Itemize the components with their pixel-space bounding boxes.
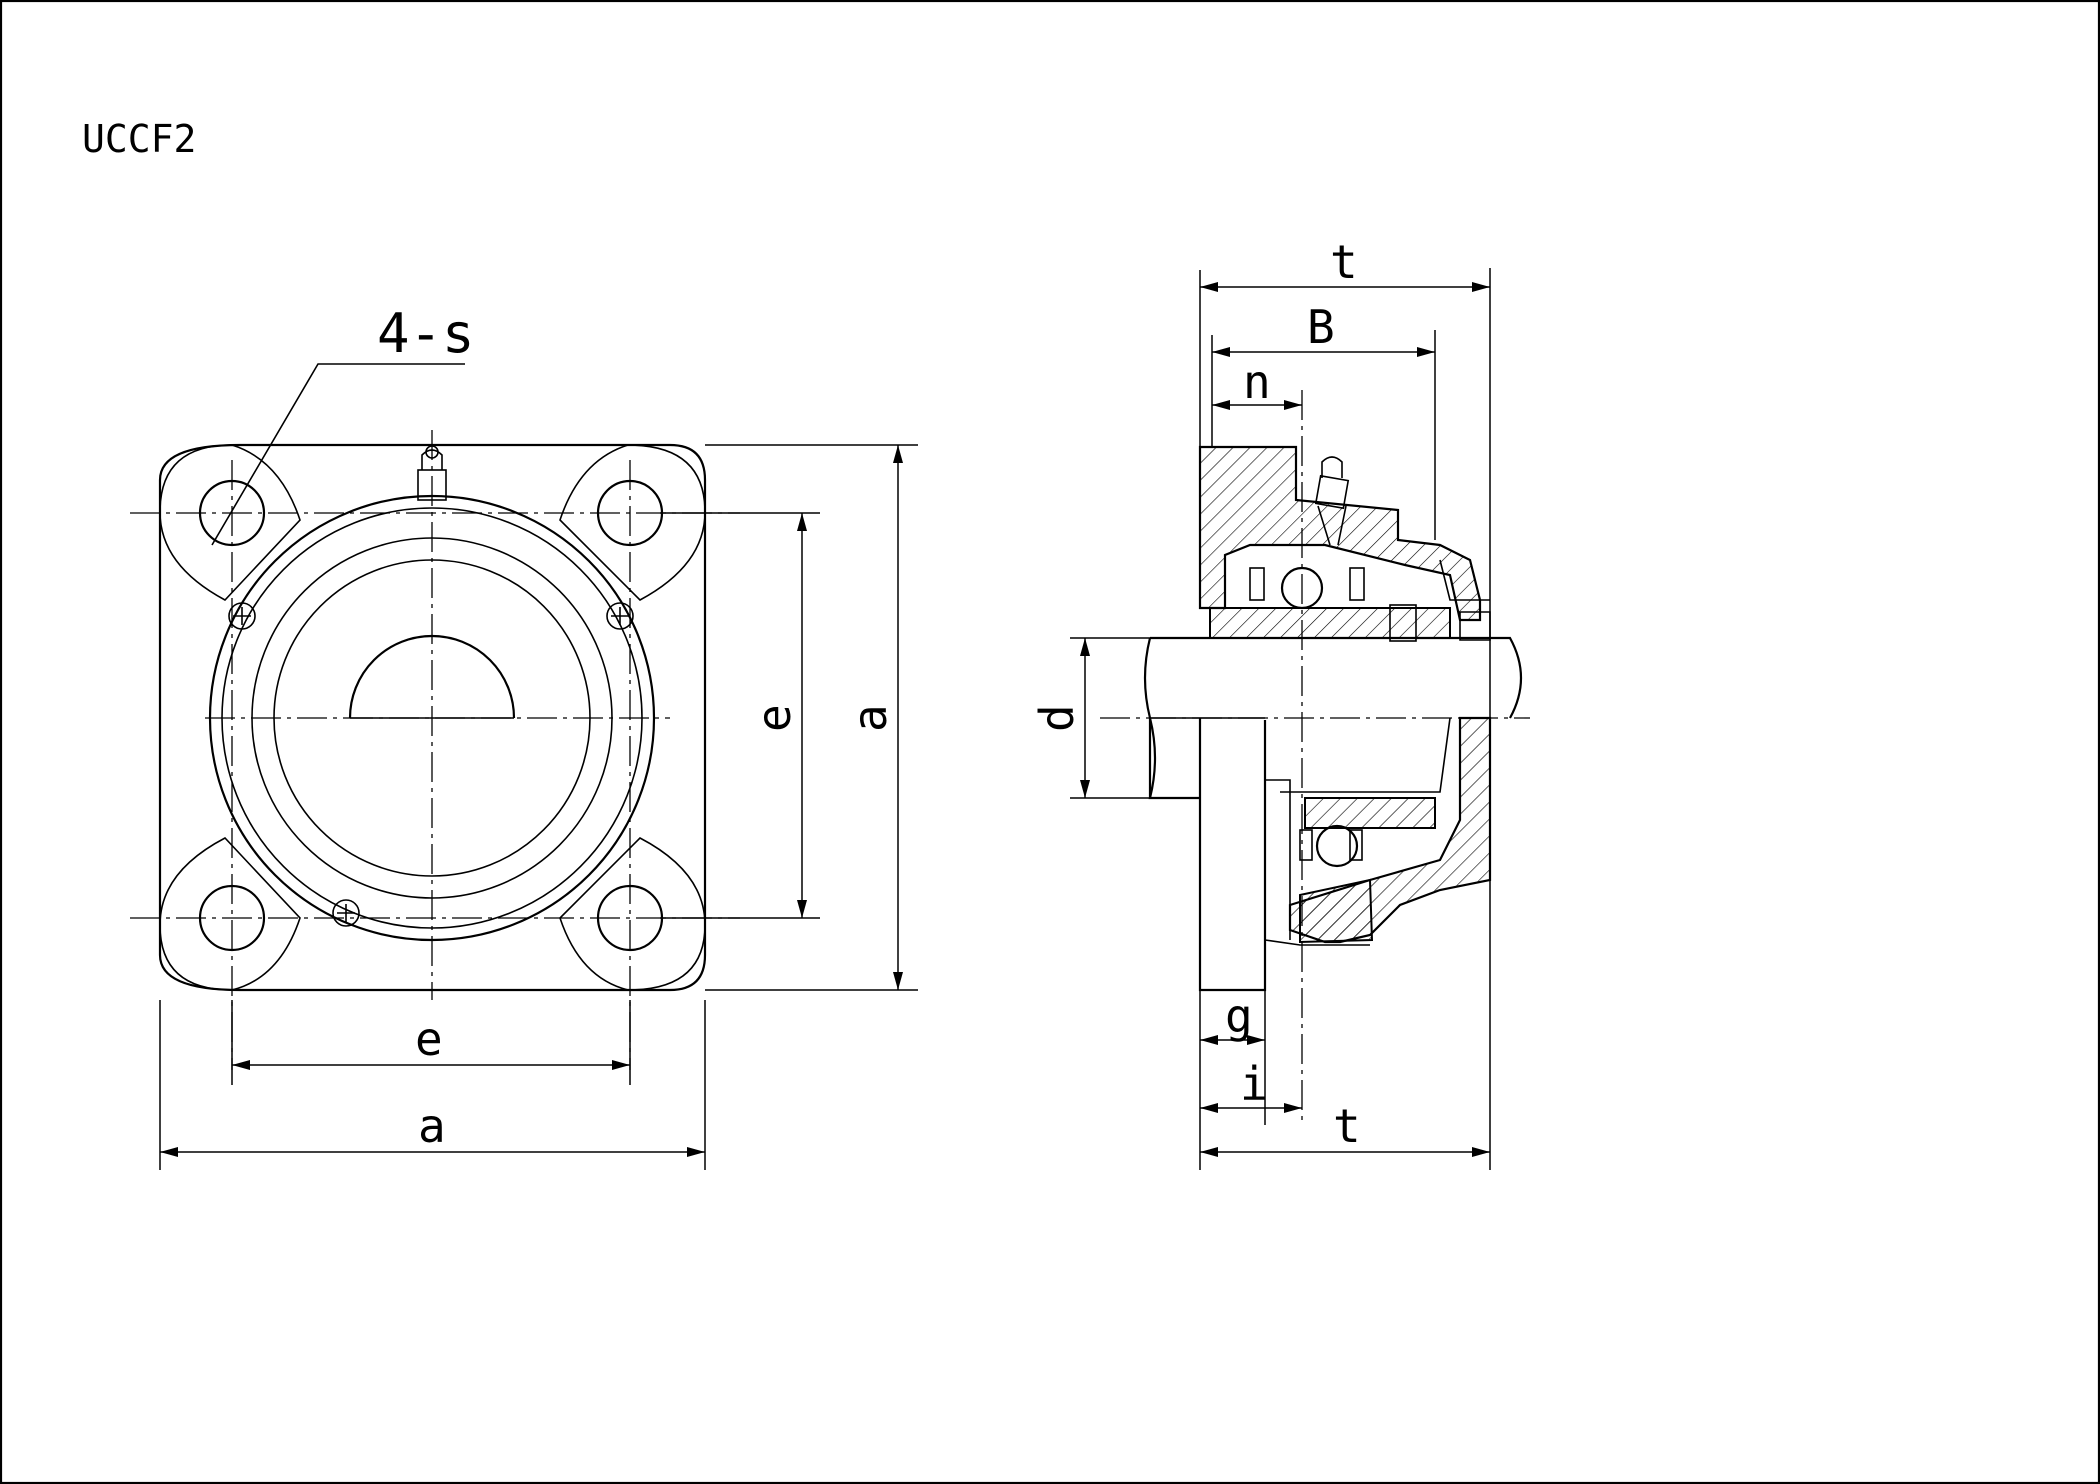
dim-d-label: d bbox=[1030, 704, 1084, 732]
seal-lower-left bbox=[1299, 829, 1313, 861]
dim-i-label: i bbox=[1240, 1057, 1268, 1111]
ball-lower bbox=[1315, 824, 1359, 868]
dim-g: g bbox=[1200, 989, 1265, 1045]
drawing-title: UCCF2 bbox=[82, 117, 196, 161]
dim-e-vertical: e bbox=[660, 512, 820, 919]
flange-ears bbox=[159, 444, 706, 991]
dim-g-label: g bbox=[1225, 989, 1253, 1043]
dim-a-horizontal-label: a bbox=[418, 1099, 446, 1153]
set-screw-icon bbox=[1389, 604, 1417, 642]
dim-i: i bbox=[1200, 1057, 1302, 1113]
cover-screw-left bbox=[228, 602, 256, 630]
dim-e-horizontal: e bbox=[231, 1000, 631, 1085]
dim-t-bottom: t bbox=[1200, 1099, 1490, 1157]
cover-screw-right bbox=[606, 602, 634, 630]
housing-foot-lower bbox=[1299, 878, 1374, 944]
dim-n: n bbox=[1212, 355, 1302, 410]
hole-leader-line bbox=[211, 363, 465, 546]
dim-t-top-label: t bbox=[1330, 235, 1358, 289]
seal-lower-right bbox=[1349, 829, 1363, 861]
dim-B-label: B bbox=[1307, 300, 1335, 354]
inner-ring-upper bbox=[1209, 607, 1451, 639]
inner-ring-lower bbox=[1304, 797, 1436, 829]
dim-n-label: n bbox=[1243, 355, 1271, 409]
side-section-view: t B n d g bbox=[1030, 235, 1530, 1170]
hole-callout-label: 4-s bbox=[377, 302, 475, 365]
seal-upper-right bbox=[1349, 567, 1365, 601]
front-view: 4-s e a e bbox=[130, 302, 918, 1170]
flange-bottom-step bbox=[1264, 939, 1370, 946]
dim-t-bottom-label: t bbox=[1333, 1099, 1361, 1153]
grease-nipple-side-icon bbox=[1314, 456, 1350, 546]
dim-d: d bbox=[1030, 637, 1150, 799]
dim-e-vertical-label: e bbox=[747, 704, 801, 732]
cover-screw-bottom bbox=[332, 899, 360, 927]
dim-B: B bbox=[1212, 300, 1435, 357]
shaft-outline bbox=[1143, 636, 1523, 800]
seal-upper-left bbox=[1249, 567, 1265, 601]
dim-e-horizontal-label: e bbox=[415, 1012, 443, 1066]
housing-upper-contour bbox=[1439, 559, 1490, 601]
flange-base-outline bbox=[1198, 718, 1267, 992]
dim-a-vertical-label: a bbox=[843, 704, 897, 732]
dim-a-horizontal: a bbox=[159, 1000, 706, 1170]
dim-t-top: t bbox=[1200, 235, 1490, 292]
housing-lower-contour bbox=[1280, 717, 1451, 793]
flange-inner-step bbox=[1265, 779, 1291, 940]
dim-a-vertical: a bbox=[705, 444, 918, 991]
